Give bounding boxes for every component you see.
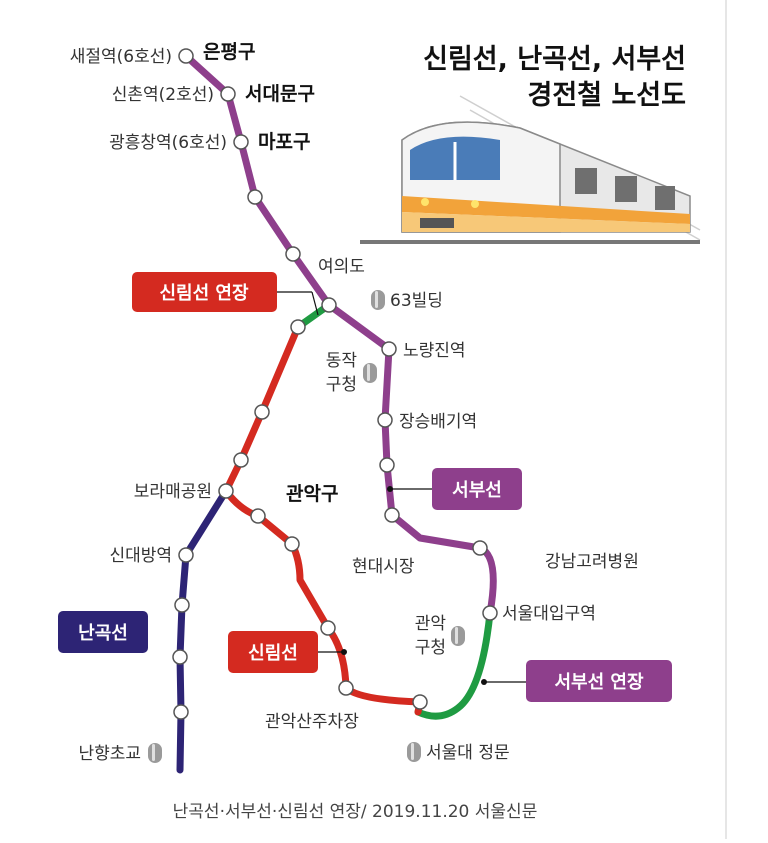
station-seoul-univ-entrance [482, 605, 498, 621]
station-unnamed [384, 507, 400, 523]
svg-text:신림선 연장: 신림선 연장 [159, 283, 249, 304]
station-unnamed [172, 649, 188, 665]
station-unnamed [247, 189, 263, 205]
label-jangseungbaegi: 장승배기역 [399, 412, 477, 432]
label-dongjak-office-2: 구청 [326, 375, 357, 395]
station-unnamed [472, 540, 488, 556]
station-unnamed [320, 620, 336, 636]
landmark-nanhyang-icon [148, 743, 162, 763]
station-unnamed [284, 536, 300, 552]
station-unnamed [250, 508, 266, 524]
badge-seobu: 서부선 [432, 468, 522, 510]
seobu-extension-route [414, 609, 494, 720]
nangok-line-route [176, 487, 230, 774]
station-boramae [218, 483, 234, 499]
map-title-line1: 신림선, 난곡선, 서부선 [423, 44, 686, 75]
station-unnamed [285, 246, 301, 262]
landmark-gwanak-office-icon [451, 626, 465, 646]
station-unnamed [233, 452, 249, 468]
district-seodaemun: 서대문구 [245, 83, 315, 105]
landmark-dongjak-office-icon [363, 363, 377, 383]
svg-text:신림선: 신림선 [248, 643, 298, 664]
station-gwanak-parking [412, 694, 428, 710]
label-gwanak-parking: 관악산주차장 [265, 712, 359, 732]
label-gwangheungchang: 광흥창역(6호선) [109, 133, 227, 153]
source-caption: 난곡선·서부선·신림선 연장/ 2019.11.20 서울신문 [173, 802, 538, 822]
svg-text:난곡선: 난곡선 [78, 623, 128, 644]
leader-sillim-extension-b [311, 291, 319, 316]
station-markers [172, 48, 498, 720]
label-noryangjin: 노량진역 [403, 341, 466, 361]
label-sindaebang: 신대방역 [109, 546, 172, 566]
sillim-line-route [222, 323, 424, 716]
badge-sillim-extension: 신림선 연장 [132, 272, 277, 312]
label-korea-hospital: 강남고려병원 [545, 552, 639, 572]
label-63-building: 63빌딩 [390, 291, 443, 311]
label-yeouido: 여의도 [318, 257, 365, 277]
label-hyundae-market: 현대시장 [352, 557, 415, 577]
label-snu-gate: 서울대 정문 [426, 743, 510, 763]
label-seoul-univ-entrance: 서울대입구역 [502, 604, 596, 624]
train-illustration [360, 95, 701, 244]
badge-nangok: 난곡선 [58, 611, 148, 653]
station-saejeol [178, 48, 194, 64]
svg-text:서부선: 서부선 [452, 480, 502, 501]
landmark-snu-gate-icon [407, 742, 421, 762]
map-title-line2: 경전철 노선도 [528, 80, 686, 111]
badge-seobu-extension: 서부선 연장 [526, 660, 672, 702]
district-gwanak: 관악구 [286, 483, 338, 505]
badge-sillim: 신림선 [228, 631, 318, 673]
station-unnamed [338, 680, 354, 696]
label-nanhyang: 난향초교 [78, 744, 141, 764]
label-boramae: 보라매공원 [134, 482, 212, 502]
station-noryangjin [381, 341, 397, 357]
station-jangseungbaegi [377, 412, 393, 428]
station-unnamed [379, 457, 395, 473]
station-yeouido [321, 297, 337, 313]
label-saejeol: 새절역(6호선) [70, 47, 172, 67]
station-unnamed [174, 597, 190, 613]
station-unnamed [173, 704, 189, 720]
station-sindaebang [178, 547, 194, 563]
label-gwanak-office-1: 관악 [415, 614, 447, 634]
label-sinchon: 신촌역(2호선) [112, 85, 214, 105]
station-unnamed [254, 404, 270, 420]
station-unnamed [290, 319, 306, 335]
station-sinchon [220, 86, 236, 102]
district-eunpyeong: 은평구 [203, 41, 255, 63]
label-gwanak-office-2: 구청 [415, 638, 446, 658]
district-mapo: 마포구 [258, 131, 310, 153]
landmark-63-building-icon [371, 290, 385, 310]
label-dongjak-office-1: 동작 [326, 351, 358, 371]
station-gwangheungchang [233, 134, 249, 150]
svg-text:서부선 연장: 서부선 연장 [554, 672, 644, 693]
